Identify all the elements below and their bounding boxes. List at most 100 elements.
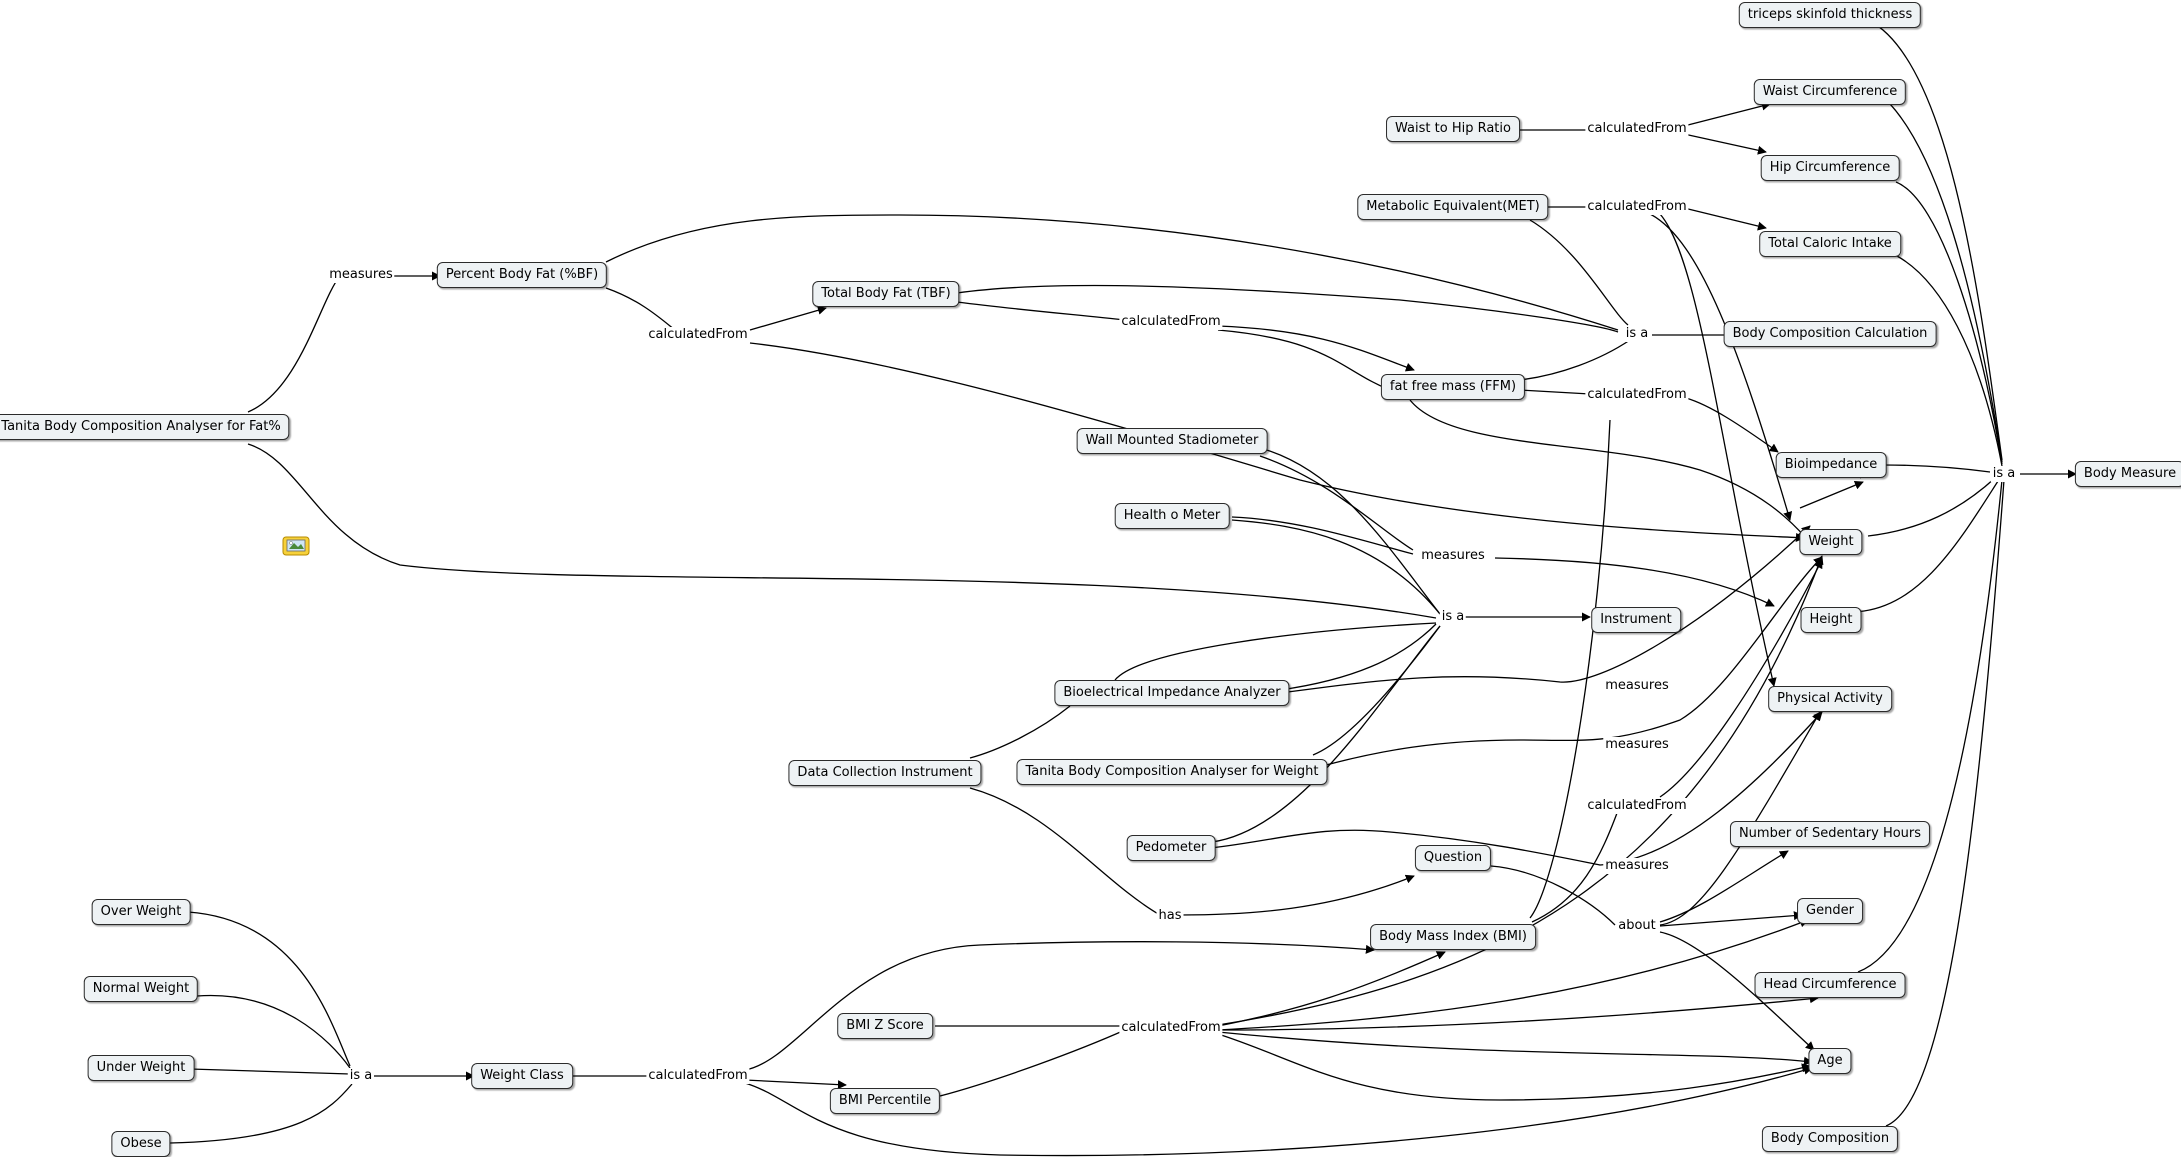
concept-question[interactable]: Question [1414,845,1492,871]
link-line [1659,911,1803,927]
link-label-has: has [1156,908,1184,924]
link-line [1883,464,1991,473]
link-line [1649,213,1793,521]
concept-hip-circumference[interactable]: Hip Circumference [1760,155,1900,181]
concept-waist-circumference[interactable]: Waist Circumference [1753,79,1907,105]
concept-over-weight[interactable]: Over Weight [91,899,191,925]
link-line [1857,479,2003,973]
concept-gender[interactable]: Gender [1797,898,1863,924]
concept-triceps[interactable]: triceps skinfold thickness [1738,2,1922,28]
link-label-is-a: is a [347,1068,375,1084]
link-line [1885,479,2005,1127]
link-line [744,941,1375,1071]
concept-bioimpedance[interactable]: Bioimpedance [1775,452,1887,478]
link-line [1519,339,1631,381]
link-line [1685,397,1779,453]
concept-bmi-z-score[interactable]: BMI Z Score [837,1013,933,1039]
concept-under-weight[interactable]: Under Weight [87,1055,195,1081]
link-label-calculated-from: calculatedFrom [1585,387,1689,403]
link-line [605,287,676,331]
link-line [1114,622,1437,681]
concept-health-o-meter[interactable]: Health o Meter [1114,503,1230,529]
concept-total-caloric-intake[interactable]: Total Caloric Intake [1759,231,1901,257]
link-line [1210,711,1823,866]
link-line [187,911,351,1067]
concept-physical-activity[interactable]: Physical Activity [1768,686,1892,712]
link-line [1683,101,1771,127]
concept-waist-hip-ratio[interactable]: Waist to Hip Ratio [1386,116,1520,142]
concept-age[interactable]: Age [1808,1048,1852,1074]
link-line [1231,519,1441,615]
concept-bia[interactable]: Bioelectrical Impedance Analyzer [1054,680,1290,706]
link-label-measures: measures [1603,737,1671,753]
link-line [169,1083,353,1144]
concept-weight-class[interactable]: Weight Class [471,1063,573,1089]
concept-body-measure[interactable]: Body Measure [2074,461,2181,487]
link-line [939,1029,1126,1097]
link-line [247,443,1437,619]
concept-sedentary-hours[interactable]: Number of Sedentary Hours [1729,821,1931,847]
link-line [1217,325,1415,372]
link-line [1217,918,1809,1031]
link-line [969,705,1071,759]
link-label-measures: measures [1419,548,1487,564]
link-label-is-a: is a [1990,466,2018,482]
link-line [744,1079,847,1090]
link-label-calculated-from: calculatedFrom [646,327,750,343]
link-line [1895,181,2003,465]
link-line [1659,931,1815,1051]
link-line [969,787,1161,916]
link-label-measures: measures [1603,858,1671,874]
link-label-measures: measures [327,267,395,283]
link-line [1659,850,1789,923]
concept-percent-body-fat[interactable]: Percent Body Fat (%BF) [436,262,608,288]
link-line [749,305,827,331]
concept-instrument[interactable]: Instrument [1591,607,1681,633]
concept-body-composition-calculation[interactable]: Body Composition Calculation [1723,321,1937,347]
concept-weight[interactable]: Weight [1799,529,1863,555]
link-line [956,301,1126,321]
link-line [1211,625,1441,843]
link-line [1279,623,1437,691]
link-label-is-a: is a [1623,326,1651,342]
concept-obese[interactable]: Obese [111,1131,171,1157]
link-label-calculated-from: calculatedFrom [1585,121,1689,137]
concept-bmi-percentile[interactable]: BMI Percentile [829,1088,941,1114]
link-line [1519,389,1591,395]
concept-head-circumference[interactable]: Head Circumference [1754,972,1906,998]
link-line [744,1065,1813,1157]
concept-height[interactable]: Height [1800,607,1862,633]
concept-tanita-fat[interactable]: Tanita Body Composition Analyser for Fat… [0,414,290,440]
link-line [1312,625,1441,756]
link-line [1314,556,1823,769]
link-label-calculated-from: calculatedFrom [1119,1020,1223,1036]
link-line [605,214,1619,331]
concept-total-body-fat[interactable]: Total Body Fat (TBF) [812,281,960,307]
link-line [749,342,1805,542]
concept-wall-stadiometer[interactable]: Wall Mounted Stadiometer [1076,428,1268,454]
image-icon[interactable] [282,536,310,556]
concept-normal-weight[interactable]: Normal Weight [83,976,199,1002]
concept-met[interactable]: Metabolic Equivalent(MET) [1357,194,1549,220]
concept-tanita-weight[interactable]: Tanita Body Composition Analyser for Wei… [1016,759,1328,785]
link-line [1867,477,1996,537]
link-line [1279,525,1811,694]
concept-pedometer[interactable]: Pedometer [1126,835,1216,861]
link-line [956,284,1619,333]
concept-body-composition[interactable]: Body Composition [1761,1126,1899,1152]
link-line [1861,81,2003,463]
link-line [196,994,351,1069]
concept-bmi[interactable]: Body Mass Index (BMI) [1370,924,1536,950]
link-line [1852,477,2001,613]
link-line [1217,951,1446,1027]
link-line [1217,994,1819,1031]
link-label-calculated-from: calculatedFrom [646,1068,750,1084]
link-line [1231,516,1414,555]
link-line [1529,419,1611,919]
concept-data-collection-instrument[interactable]: Data Collection Instrument [788,760,982,786]
link-line [1659,213,1777,687]
link-label-calculated-from: calculatedFrom [1585,798,1689,814]
concept-fat-free-mass[interactable]: fat free mass (FFM) [1380,374,1526,400]
link-line [1259,447,1441,615]
